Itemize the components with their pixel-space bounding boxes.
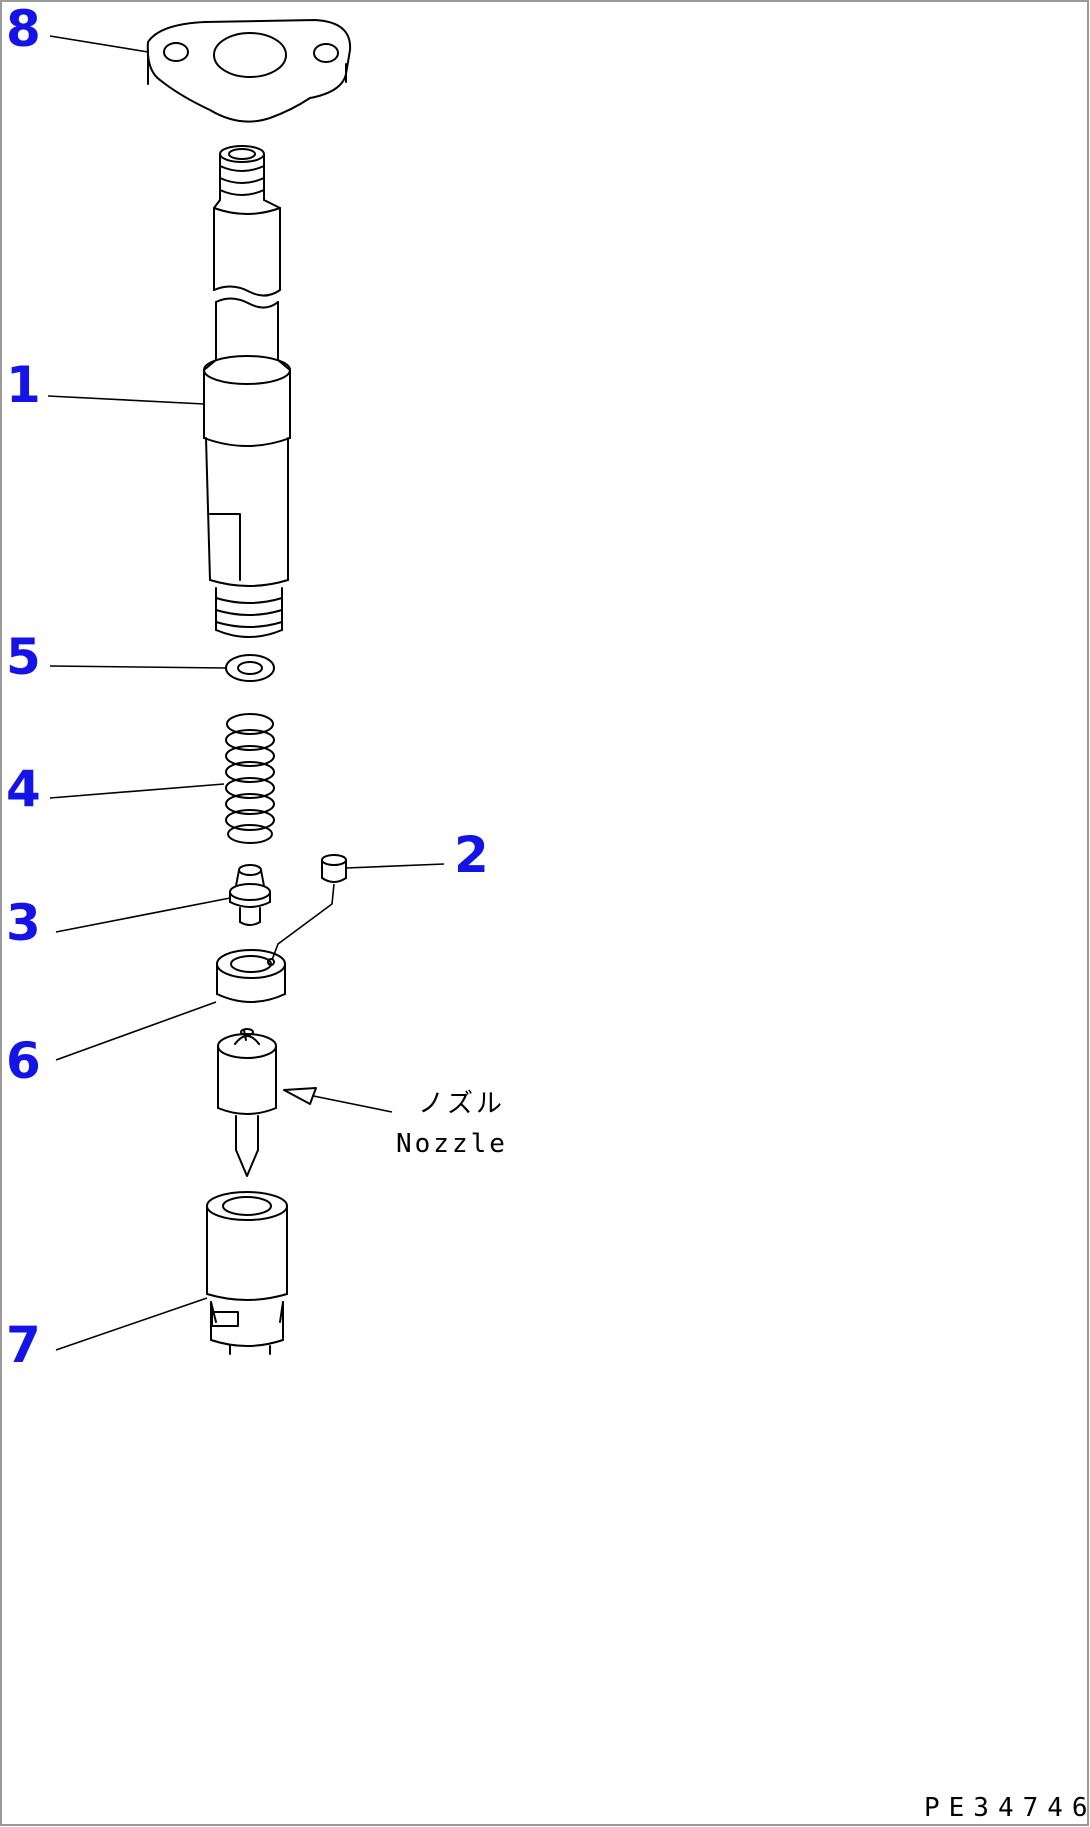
callout-2: 2 (454, 826, 489, 884)
nozzle-note-jp: ノズル (418, 1089, 505, 1119)
callout-7: 7 (6, 1316, 41, 1374)
part-6-spacer (216, 949, 286, 1003)
part-7-retaining-nut (206, 1191, 288, 1355)
nozzle-note-en: Nozzle (396, 1129, 508, 1159)
callout-3: 3 (6, 894, 41, 952)
part-1-nozzle-holder (203, 145, 291, 638)
callout-4: 4 (6, 760, 41, 818)
part-3-spring-seat (229, 864, 271, 926)
nozzle (217, 1028, 277, 1177)
callout-5: 5 (6, 628, 41, 686)
callout-6: 6 (6, 1032, 41, 1090)
part-4-spring (225, 713, 275, 844)
part-2-pin (321, 854, 347, 883)
callout-labels: 8 1 5 4 2 3 6 7 (6, 0, 489, 1374)
callout-1: 1 (6, 356, 41, 414)
leader-lines (47, 35, 445, 1351)
part-8-flange (146, 19, 352, 123)
drawing-code: PE34746 (924, 1793, 1090, 1823)
callout-8: 8 (6, 0, 41, 58)
part-5-shim (225, 654, 275, 682)
